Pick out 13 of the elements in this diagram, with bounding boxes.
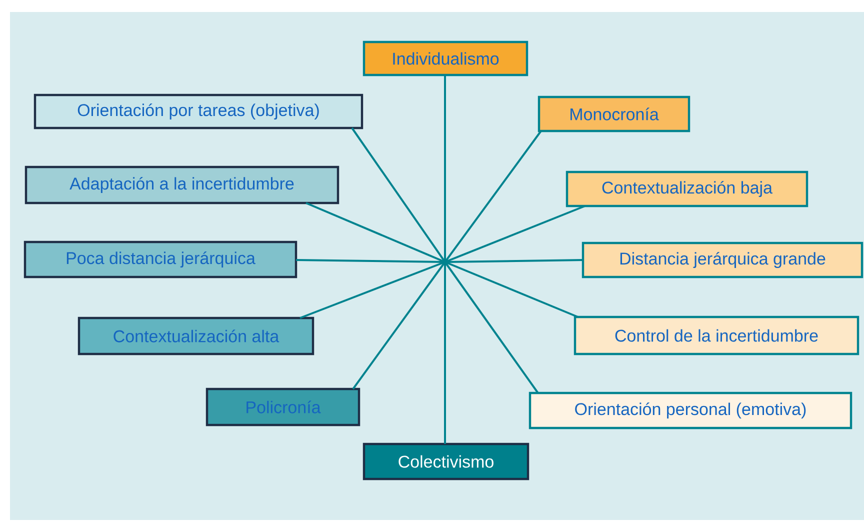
label-box: Contextualización alta xyxy=(78,316,314,356)
label-box: Contextualización baja xyxy=(566,170,808,208)
label-box: Colectivismo xyxy=(362,442,530,480)
label-box: Orientación personal (emotiva) xyxy=(528,392,852,430)
connector-line xyxy=(444,75,446,444)
label-box: Control de la incertidumbre xyxy=(574,316,860,356)
label-box: Distancia jerárquica grande xyxy=(582,242,864,278)
label-box: Adaptación a la incertidumbre xyxy=(24,166,340,204)
label-box: Monocronía xyxy=(538,96,690,132)
label-box: Poca distancia jerárquica xyxy=(24,240,298,278)
connector-line xyxy=(296,259,584,263)
label-box: Orientación por tareas (objetiva) xyxy=(34,94,364,130)
label-box: Individualismo xyxy=(362,40,528,76)
